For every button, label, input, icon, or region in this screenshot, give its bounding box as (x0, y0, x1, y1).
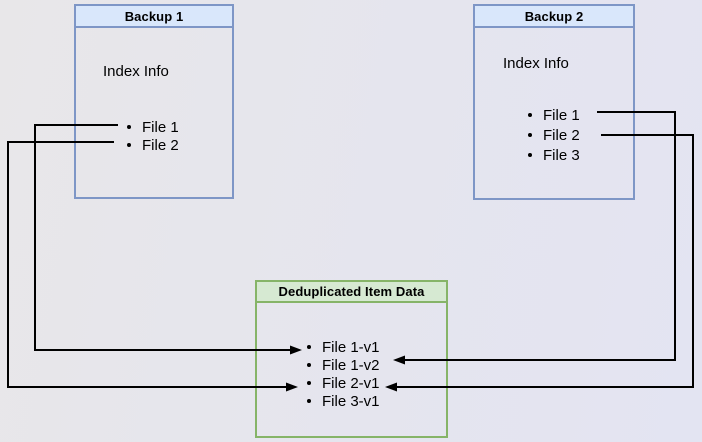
item-label: File 2 (543, 126, 580, 144)
backup1-file-list: File 1 File 2 (127, 118, 179, 154)
backup1-subtitle: Index Info (103, 63, 169, 80)
backup1-title: Backup 1 (76, 6, 232, 28)
bullet-icon (307, 345, 311, 349)
backup2-box: Backup 2 Index Info File 1 File 2 File 3 (473, 4, 635, 200)
backup2-file-list: File 1 File 2 File 3 (528, 105, 580, 165)
item-label: File 2 (142, 136, 179, 154)
item-label: File 1 (142, 118, 179, 136)
item-label: File 3 (543, 146, 580, 164)
item-label: File 1 (543, 106, 580, 124)
list-item: File 1-v2 (307, 356, 380, 374)
bullet-icon (528, 153, 532, 157)
bullet-icon (307, 399, 311, 403)
bullet-icon (127, 143, 131, 147)
backup2-subtitle: Index Info (503, 55, 569, 72)
backup1-box: Backup 1 Index Info File 1 File 2 (74, 4, 234, 199)
dedup-box: Deduplicated Item Data File 1-v1 File 1-… (255, 280, 448, 438)
list-item: File 1 (127, 118, 179, 136)
bullet-icon (528, 133, 532, 137)
bullet-icon (307, 363, 311, 367)
dedup-title: Deduplicated Item Data (257, 282, 446, 303)
item-label: File 3-v1 (322, 392, 380, 410)
list-item: File 1-v1 (307, 338, 380, 356)
list-item: File 1 (528, 105, 580, 125)
bullet-icon (127, 125, 131, 129)
list-item: File 2 (528, 125, 580, 145)
list-item: File 2 (127, 136, 179, 154)
item-label: File 1-v2 (322, 356, 380, 374)
list-item: File 3-v1 (307, 392, 380, 410)
item-label: File 1-v1 (322, 338, 380, 356)
list-item: File 2-v1 (307, 374, 380, 392)
item-label: File 2-v1 (322, 374, 380, 392)
dedup-file-list: File 1-v1 File 1-v2 File 2-v1 File 3-v1 (307, 338, 380, 410)
list-item: File 3 (528, 145, 580, 165)
bullet-icon (307, 381, 311, 385)
bullet-icon (528, 113, 532, 117)
backup2-title: Backup 2 (475, 6, 633, 28)
